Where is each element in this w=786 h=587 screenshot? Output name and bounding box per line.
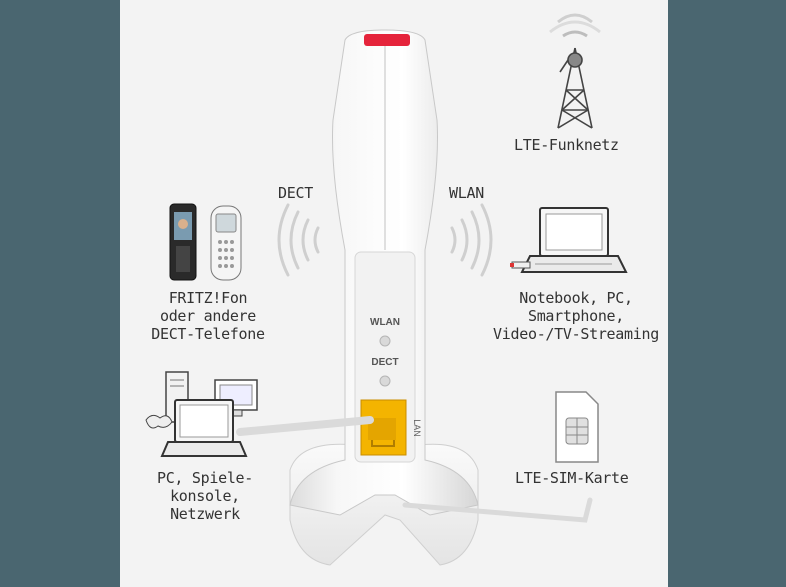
- wlan-led: [379, 335, 391, 347]
- pc-network-label-line-2: konsole,: [170, 487, 240, 505]
- notebook-label: Notebook, PC, Smartphone, Video-/TV-Stre…: [486, 289, 666, 343]
- wlan-waves-icon: [450, 203, 493, 277]
- notebook-label-line-2: Smartphone,: [527, 307, 625, 325]
- phones-label-line-3: DECT-Telefone: [151, 325, 265, 343]
- pc-network-icon: [145, 371, 258, 457]
- phones-icon: [169, 203, 242, 281]
- pc-network-label-line-3: Netzwerk: [170, 505, 240, 523]
- pc-network-label-line-1: PC, Spiele-: [156, 469, 254, 487]
- power-button: [364, 34, 410, 46]
- sim-cable: [402, 497, 593, 523]
- dect-label: DECT: [278, 184, 313, 202]
- wlan-led-label: WLAN: [370, 317, 400, 328]
- phones-label-line-2: oder andere: [159, 307, 257, 325]
- dect-led: [379, 375, 391, 387]
- lte-network-label: LTE-Funknetz: [514, 136, 619, 154]
- dect-led-label: DECT: [371, 357, 398, 368]
- lan-port-label: LAN: [412, 419, 422, 437]
- wlan-label: WLAN: [449, 184, 484, 202]
- lan-cable: [236, 416, 374, 436]
- notebook-icon: [510, 207, 628, 273]
- lte-tower-icon: [549, 13, 601, 129]
- phones-label: FRITZ!Fon oder andere DECT-Telefone: [143, 289, 273, 343]
- router-device: [289, 29, 479, 566]
- pc-network-label: PC, Spiele- konsole, Netzwerk: [150, 469, 260, 523]
- phones-label-line-1: FRITZ!Fon: [168, 289, 248, 307]
- notebook-label-line-3: Video-/TV-Streaming: [493, 325, 659, 343]
- notebook-label-line-1: Notebook, PC,: [519, 289, 633, 307]
- sim-card-label: LTE-SIM-Karte: [515, 469, 629, 487]
- sim-card-icon: [555, 391, 599, 463]
- dect-waves-icon: [277, 203, 320, 277]
